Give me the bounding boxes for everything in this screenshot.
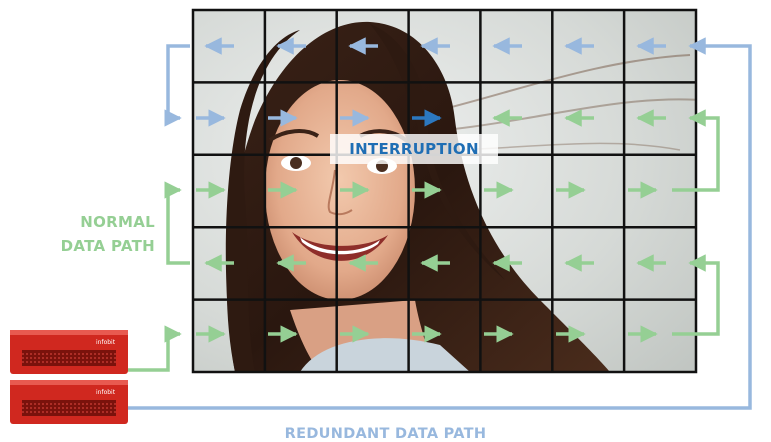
normal-label-line-2: DATA PATH bbox=[60, 237, 155, 255]
normal-label-line-1: NORMAL bbox=[80, 213, 155, 231]
redundant-path-connector bbox=[128, 37, 752, 410]
redundant-data-path-label: REDUNDANT DATA PATH bbox=[284, 426, 487, 442]
device-top-brand: infobit bbox=[96, 339, 116, 346]
device-top: infobit bbox=[10, 330, 128, 374]
device-bottom-brand: infobit bbox=[96, 389, 116, 396]
redundant-data-path bbox=[128, 37, 752, 410]
redundant-uturn bbox=[164, 44, 190, 127]
normal-data-path bbox=[128, 109, 720, 372]
normal-path-input-connector bbox=[128, 325, 182, 372]
normal-data-path-label: NORMAL DATA PATH bbox=[40, 210, 155, 258]
woman-photo bbox=[193, 10, 696, 372]
normal-uturn bbox=[672, 109, 720, 192]
device-bottom: infobit bbox=[10, 380, 128, 424]
interruption-label: INTERRUPTION bbox=[330, 134, 498, 164]
normal-uturn bbox=[164, 181, 190, 265]
normal-uturn bbox=[672, 254, 720, 336]
